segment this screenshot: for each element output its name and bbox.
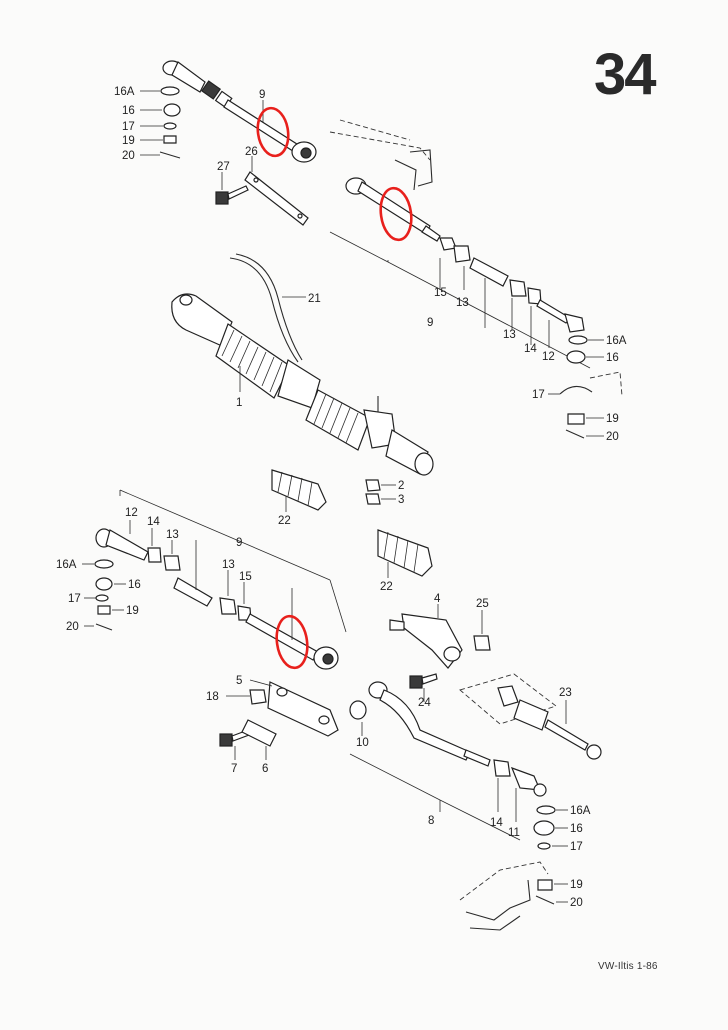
label-17: 17 xyxy=(122,121,135,133)
steering-rack-housing-1 xyxy=(171,253,434,476)
label-14: 14 xyxy=(490,817,503,829)
ball-joint-hardware-lower-left xyxy=(82,559,126,631)
bolt-7 xyxy=(219,729,250,760)
boot-22-upper xyxy=(271,469,327,512)
label-16: 16 xyxy=(128,579,141,591)
label-16: 16 xyxy=(570,823,583,835)
boot-22-lower xyxy=(377,529,433,578)
label-26: 26 xyxy=(245,146,258,158)
label-17: 17 xyxy=(570,841,583,853)
label-17: 17 xyxy=(68,593,81,605)
label-3: 3 xyxy=(398,494,404,506)
label-13: 13 xyxy=(456,297,469,309)
ball-joint-hardware-top-right xyxy=(548,335,623,439)
label-16A: 16A xyxy=(114,86,135,98)
label-23: 23 xyxy=(559,687,572,699)
tie-rod-lower-right xyxy=(349,681,547,841)
vehicle-frame-fragment-top xyxy=(329,119,433,191)
label-20: 20 xyxy=(570,897,583,909)
tie-rod-upper-right xyxy=(329,177,591,369)
damper-rod-23 xyxy=(459,673,602,760)
bracket-plate-26 xyxy=(244,156,309,226)
label-4: 4 xyxy=(434,593,441,605)
label-15: 15 xyxy=(239,571,252,583)
footer-code: VW-Iltis 1-86 xyxy=(598,961,658,972)
nut-18 xyxy=(226,689,267,705)
plate-6 xyxy=(241,719,277,760)
label-13: 13 xyxy=(222,559,235,571)
label-15: 15 xyxy=(434,287,447,299)
label-21: 21 xyxy=(308,293,321,305)
label-27: 27 xyxy=(217,161,230,173)
label-12: 12 xyxy=(125,507,138,519)
bolt-27 xyxy=(215,172,249,205)
label-16: 16 xyxy=(122,105,135,117)
label-2: 2 xyxy=(398,480,404,492)
label-18: 18 xyxy=(206,691,219,703)
ball-joint-hardware-top-left xyxy=(140,86,181,159)
bracket-5 xyxy=(249,679,339,737)
label-25: 25 xyxy=(476,598,489,610)
label-13: 13 xyxy=(166,529,179,541)
label-22: 22 xyxy=(380,581,393,593)
label-19: 19 xyxy=(122,135,135,147)
label-13: 13 xyxy=(503,329,516,341)
label-10: 10 xyxy=(356,737,369,749)
label-22: 22 xyxy=(278,515,291,527)
label-19: 19 xyxy=(606,413,619,425)
label-12: 12 xyxy=(542,351,555,363)
label-8: 8 xyxy=(428,815,434,827)
label-19: 19 xyxy=(126,605,139,617)
label-9: 9 xyxy=(236,537,242,549)
tie-rod-lower-left xyxy=(95,489,347,670)
label-5: 5 xyxy=(236,675,242,687)
label-16A: 16A xyxy=(570,805,591,817)
label-7: 7 xyxy=(231,763,237,775)
label-16A: 16A xyxy=(56,559,77,571)
label-19: 19 xyxy=(570,879,583,891)
label-14: 14 xyxy=(147,516,160,528)
ball-joint-hardware-lower-right xyxy=(459,805,568,931)
label-20: 20 xyxy=(606,431,619,443)
bolt-24 xyxy=(409,673,438,702)
label-17: 17 xyxy=(532,389,545,401)
nuts-2-3 xyxy=(365,479,396,505)
page-number: 34 xyxy=(594,42,656,107)
label-14: 14 xyxy=(524,343,537,355)
label-20: 20 xyxy=(66,621,79,633)
nut-25 xyxy=(473,610,491,651)
label-16: 16 xyxy=(606,352,619,364)
label-6: 6 xyxy=(262,763,268,775)
label-24: 24 xyxy=(418,697,431,709)
steering-lever-4 xyxy=(389,604,463,669)
part-number-labels: 16A 16 17 19 20 9 26 27 21 1 15 13 9 13 … xyxy=(56,86,627,909)
label-9: 9 xyxy=(259,89,265,101)
label-9: 9 xyxy=(427,317,433,329)
tie-rod-upper-left xyxy=(162,60,317,163)
label-1: 1 xyxy=(236,397,242,409)
label-11: 11 xyxy=(508,827,520,839)
highlight-markers xyxy=(256,106,413,670)
label-16A: 16A xyxy=(606,335,627,347)
label-20: 20 xyxy=(122,150,135,162)
